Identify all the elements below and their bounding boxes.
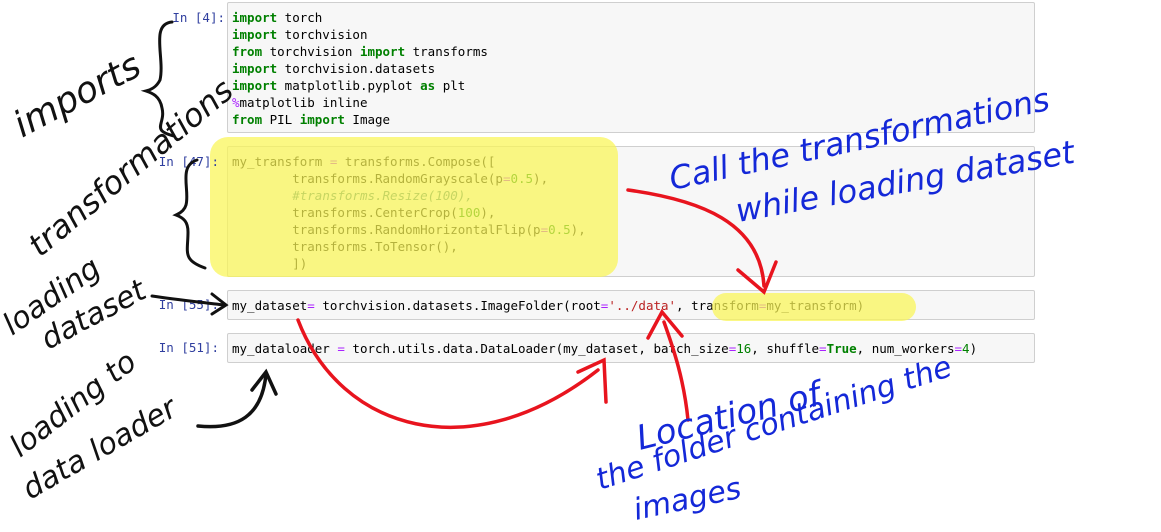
code-token: import (232, 78, 278, 93)
code-line: my_dataloader = torch.utils.data.DataLoa… (232, 340, 1034, 357)
code-token: , num_workers (856, 341, 955, 356)
code-line: from PIL import Image (232, 111, 1034, 128)
code-token: my_dataset (232, 298, 308, 313)
code-line: import torch (232, 9, 1034, 26)
code-token: ) (969, 341, 978, 356)
code-token: True (826, 341, 857, 356)
code-token: = (728, 341, 737, 356)
code-token: = (307, 298, 315, 313)
annotation-loading-loader-1: loading to (3, 344, 143, 464)
code-token: = (819, 341, 827, 356)
code-token: import (359, 44, 406, 59)
code-token: my_dataloader (232, 341, 338, 356)
code-cell-dataloader[interactable]: my_dataloader = torch.utils.data.DataLoa… (227, 333, 1035, 363)
code-token: torch.utils.data.DataLoader(my_dataset, … (344, 341, 729, 356)
dataloader-arrow (196, 372, 268, 429)
code-token: 4 (962, 341, 970, 356)
annotation-location-1: Location of (633, 373, 830, 459)
annotation-location-3: images (630, 471, 744, 528)
cell-prompt: In [47]: (158, 154, 219, 169)
code-line: import torchvision (232, 26, 1034, 43)
highlight-transform-arg (712, 293, 916, 321)
code-token: matplotlib inline (239, 95, 368, 110)
code-token: PIL (262, 112, 300, 127)
code-token: as (420, 78, 436, 93)
code-line: from torchvision import transforms (232, 43, 1034, 60)
code-line: %matplotlib inline (232, 94, 1034, 111)
code-token: torchvision.datasets.ImageFolder(root (314, 298, 601, 313)
code-token: import (299, 112, 345, 127)
code-token: 16 (736, 341, 752, 356)
code-token: torchvision.datasets (277, 61, 436, 76)
code-token: torchvision (262, 44, 360, 59)
code-token: import (232, 61, 278, 76)
code-token: from (232, 112, 263, 127)
annotation-location-2: the folder containing the (592, 349, 957, 497)
code-token: '../data' (608, 298, 677, 313)
code-line: import matplotlib.pyplot as plt (232, 77, 1034, 94)
code-line: import torchvision.datasets (232, 60, 1034, 77)
cell-prompt: In [4]: (172, 10, 225, 25)
code-token: torchvision (277, 27, 368, 42)
code-token: torch (277, 10, 323, 25)
code-token: Image (344, 112, 391, 127)
code-token: import (232, 10, 278, 25)
annotation-imports: imports (7, 45, 148, 146)
code-token: import (232, 27, 278, 42)
annotation-loading-loader-2: data loader (17, 390, 185, 507)
code-token: , shuffle (751, 341, 820, 356)
code-token: = (600, 298, 609, 313)
imports-brace (140, 20, 176, 138)
code-token: from (232, 44, 263, 59)
code-token: % (232, 95, 240, 110)
cell-prompt: In [55]: (158, 297, 219, 312)
code-token: = (337, 341, 345, 356)
code-token: plt (435, 78, 466, 93)
code-token: matplotlib.pyplot (277, 78, 421, 93)
cell-prompt: In [51]: (158, 340, 219, 355)
transformations-brace (172, 158, 207, 270)
code-token: = (954, 341, 963, 356)
code-token: transforms (405, 44, 488, 59)
highlight-transform-cell (210, 137, 618, 277)
